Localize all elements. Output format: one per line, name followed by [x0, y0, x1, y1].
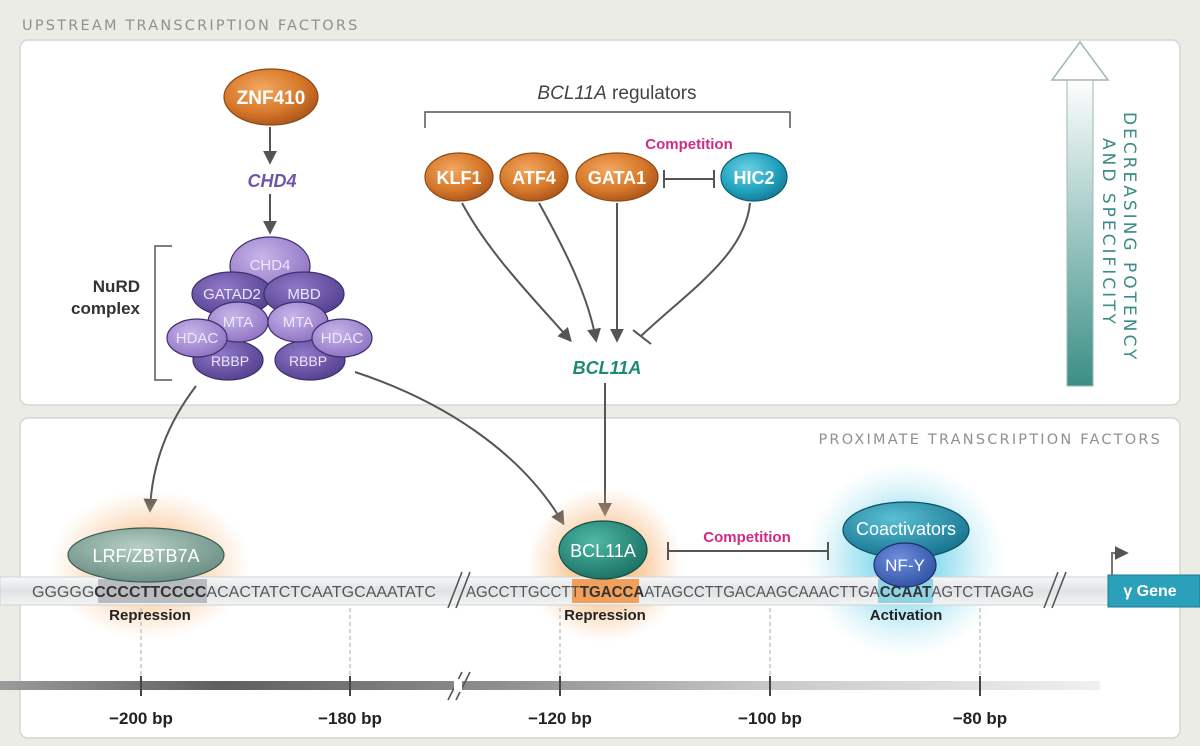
upstream-section-title: UPSTREAM TRANSCRIPTION FACTORS [22, 18, 360, 34]
nurd-hdac-right-label: HDAC [321, 330, 364, 347]
ruler-bar [0, 681, 1100, 690]
nfy-binding-site: CCAAT [880, 584, 932, 601]
nurd-mta-right-label: MTA [283, 314, 314, 331]
regulators-bracket [424, 111, 791, 128]
potency-label-line1: DECREASING POTENCY [1119, 112, 1139, 362]
hic2-inhibition-bar [632, 329, 652, 345]
gamma-gene-label: γ Gene [1123, 583, 1176, 600]
gata1-hic2-competition-line [663, 170, 715, 188]
nurd-label-line2: complex [71, 299, 141, 318]
ruler-tick-label: −100 bp [738, 709, 802, 728]
hic2-oval [720, 152, 788, 202]
hic2-to-bcl11a-inhibition [640, 202, 751, 337]
nurd-complex [166, 236, 373, 381]
bcl11a-protein-label: BCL11A [570, 541, 636, 561]
nurd-to-bcl11a-protein-arrow [354, 371, 565, 526]
ruler-guides [140, 608, 981, 680]
dna-break-left [447, 571, 471, 609]
dna-sequence-segment-2: AGCCTTGCCTTTGACCAATAGCCTTGACAAGCAAACTTGA… [466, 584, 1034, 601]
nfy-effect-label: Activation [870, 607, 943, 624]
znf410-oval [223, 68, 319, 126]
transcription-start-arrow [1111, 546, 1129, 575]
bcl11a-effect-label: Repression [564, 607, 646, 624]
chd4-gene-label: CHD4 [247, 171, 296, 191]
lrf-binding-site: CCCCTTCCCC [94, 584, 206, 601]
nurd-mta-left-label: MTA [223, 314, 254, 331]
regulators-competition-label: Competition [645, 136, 733, 153]
bcl11a-gene-label: BCL11A [573, 358, 642, 378]
atf4-to-bcl11a-arrow [538, 202, 601, 343]
atf4-oval [499, 152, 569, 202]
nurd-rbbp-right-label: RBBP [289, 353, 327, 369]
ruler-ticks [140, 676, 981, 696]
hic2-label: HIC2 [733, 168, 774, 188]
nurd-bracket [154, 245, 172, 381]
lrf-site-highlight [98, 579, 207, 603]
proximate-competition-label: Competition [703, 529, 791, 546]
nurd-hdac-left-label: HDAC [176, 330, 219, 347]
seq2-pre: AGCCTTGCCTT [466, 584, 580, 601]
klf1-to-bcl11a-arrow [461, 202, 572, 343]
seq2-mid: ATAGCCTTGACAAGCAAACTTGA [644, 584, 880, 601]
seq1-post: ACACTATCTCAATGCAAATATC [206, 584, 436, 601]
potency-label-line2: AND SPECIFICITY [1098, 138, 1118, 327]
dna-break-right [1043, 571, 1067, 609]
ruler-tick-label: −120 bp [528, 709, 592, 728]
gata1-label: GATA1 [588, 168, 646, 188]
lrf-zbtb7a-label: LRF/ZBTB7A [92, 546, 199, 566]
coactivators-label: Coactivators [856, 519, 956, 539]
ruler-tick-label: −200 bp [109, 709, 173, 728]
nurd-gatad2-label: GATAD2 [203, 286, 261, 303]
seq2-post: AGTCTTAGAG [931, 584, 1034, 601]
gamma-gene-box [1107, 574, 1200, 608]
regulators-heading: BCL11A regulators [537, 83, 696, 104]
regulators-heading-italic: BCL11A [537, 83, 606, 104]
nurd-label-line1: NuRD [93, 277, 140, 296]
lrf-zbtb7a-oval [67, 527, 225, 583]
klf1-label: KLF1 [437, 168, 482, 188]
bcl11a-nfy-competition-line [667, 542, 829, 560]
proximate-section-title: PROXIMATE TRANSCRIPTION FACTORS [818, 432, 1162, 448]
ruler-break-gap [454, 679, 462, 692]
lrf-effect-label: Repression [109, 607, 191, 624]
atf4-label: ATF4 [512, 168, 556, 188]
nfy-oval [873, 542, 937, 588]
ruler-tick-label: −180 bp [318, 709, 382, 728]
nurd-mbd-label: MBD [287, 286, 321, 303]
ruler-tick-label: −80 bp [953, 709, 1007, 728]
gata1-oval [575, 152, 659, 202]
seq1-pre: GGGGG [32, 584, 94, 601]
bcl11a-site-highlight [572, 579, 639, 603]
znf410-label: ZNF410 [237, 88, 306, 109]
klf1-oval [424, 152, 494, 202]
potency-arrow [1050, 40, 1110, 387]
nfy-label: NF-Y [885, 556, 925, 575]
nurd-hdac-right-subunit [311, 318, 373, 358]
bcl11a-protein-oval [558, 520, 648, 580]
nurd-rbbp-left-label: RBBP [211, 353, 249, 369]
regulators-heading-rest: regulators [607, 83, 697, 104]
nurd-chd4-label: CHD4 [250, 257, 291, 274]
nurd-hdac-left-subunit [166, 318, 228, 358]
bcl11a-binding-site: TGACCA [580, 584, 644, 601]
